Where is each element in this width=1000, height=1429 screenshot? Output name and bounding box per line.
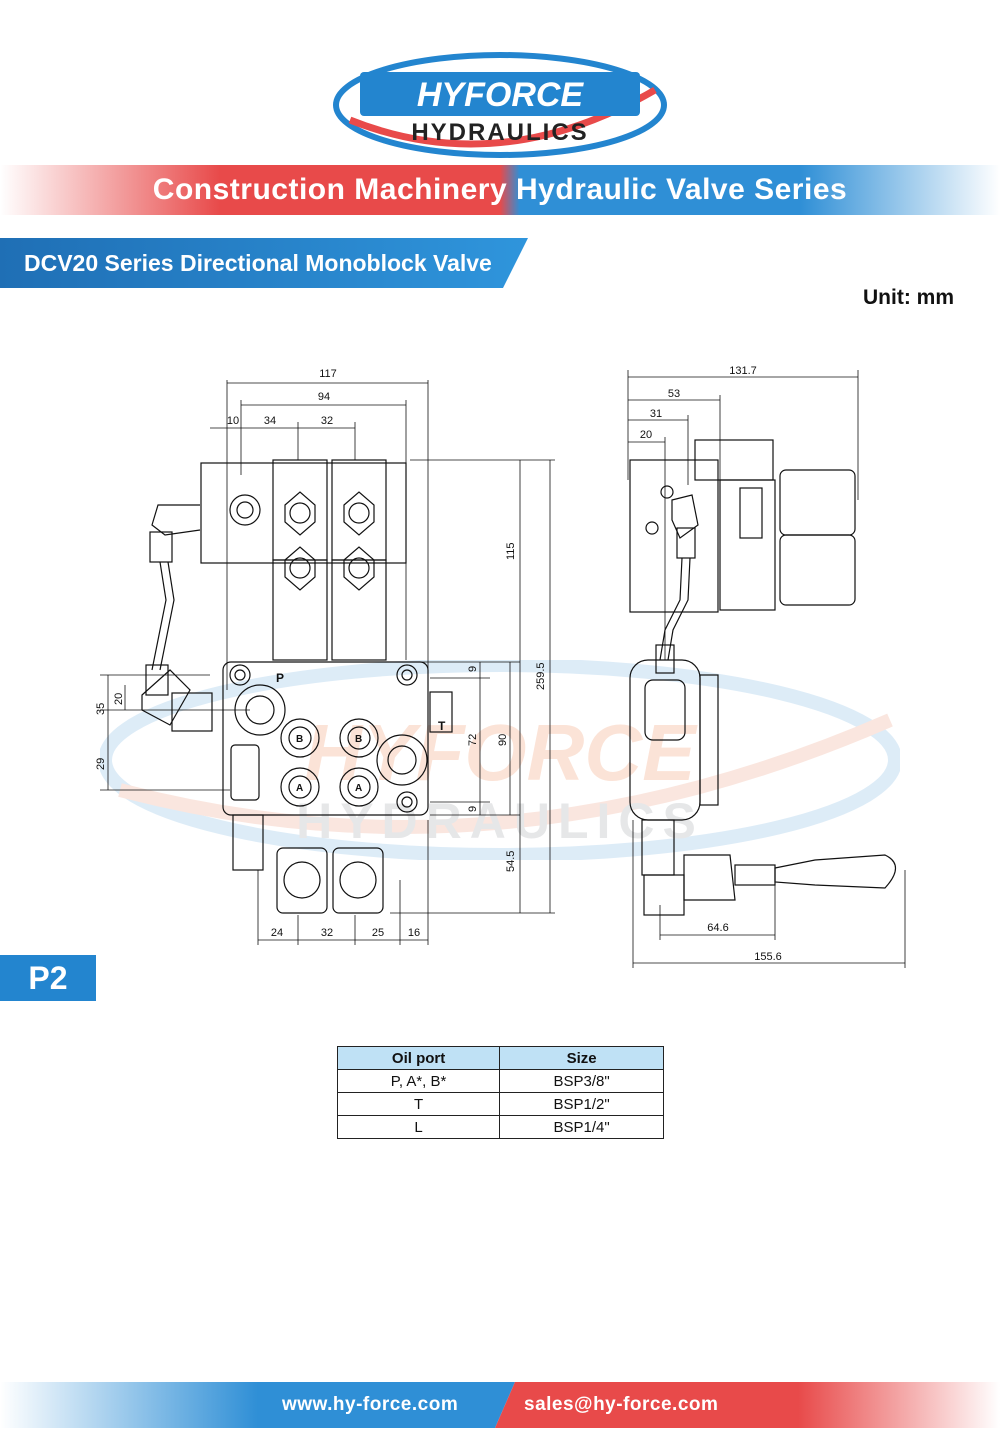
series-title: Construction Machinery Hydraulic Valve S…: [152, 173, 848, 206]
port-label-b1: B: [296, 734, 303, 745]
logo-line2: HYDRAULICS: [411, 119, 588, 146]
side-solenoid: [629, 439, 856, 613]
dim-94: 94: [318, 391, 330, 403]
dim-10: 10: [227, 415, 239, 427]
cell-size: BSP1/4": [499, 1115, 664, 1139]
cell-port: P, A*, B*: [336, 1069, 501, 1093]
dim-9-top: 9: [467, 666, 479, 672]
dim-20-left: 20: [113, 693, 125, 705]
port-label-p: P: [276, 671, 284, 685]
unit-label: Unit: mm: [863, 286, 954, 309]
port-label-t: T: [438, 719, 446, 733]
dim-115: 115: [505, 542, 517, 560]
front-top-dimensions: [210, 380, 429, 690]
cell-port: L: [336, 1115, 501, 1139]
oil-port-table: Oil port Size P, A*, B* BSP3/8" T BSP1/2…: [336, 1046, 664, 1139]
side-pipe: [655, 557, 691, 674]
side-body: [629, 659, 897, 916]
footer-website[interactable]: www.hy-force.com: [282, 1394, 459, 1415]
port-label-a2: A: [355, 783, 362, 794]
footer-email[interactable]: sales@hy-force.com: [524, 1394, 719, 1415]
front-left-dimensions: [100, 674, 250, 791]
lower-parts: [232, 814, 384, 914]
dim-20-side: 20: [640, 429, 652, 441]
dim-32-bottom: 32: [321, 927, 333, 939]
solenoid-block: [200, 459, 407, 661]
dim-72: 72: [467, 734, 479, 746]
cell-size: BSP1/2": [499, 1092, 664, 1116]
dim-54-5: 54.5: [505, 851, 517, 872]
port-label-a1: A: [296, 783, 303, 794]
header-size: Size: [499, 1046, 664, 1070]
page-tag: P2: [0, 955, 96, 1001]
cell-port: T: [336, 1092, 501, 1116]
valve-body: [222, 661, 453, 816]
footer-banner: [0, 1382, 1000, 1428]
dim-29: 29: [95, 758, 107, 770]
front-view-drawing: 117 94 10 34 32: [95, 368, 555, 945]
dim-53: 53: [668, 388, 680, 400]
cell-size: BSP3/8": [499, 1069, 664, 1093]
table-header-row: Oil port Size: [336, 1046, 664, 1070]
dim-9-bottom: 9: [467, 806, 479, 812]
side-view-drawing: 131.7 53 31 20 64.6 155.6: [627, 365, 906, 968]
dim-16: 16: [408, 927, 420, 939]
dim-155-6: 155.6: [754, 951, 782, 963]
product-banner: [0, 238, 528, 288]
dim-131-7: 131.7: [729, 365, 757, 377]
dim-90: 90: [497, 734, 509, 746]
dim-117: 117: [319, 368, 337, 380]
side-top-dimensions: [627, 370, 859, 660]
table-row: T BSP1/2": [336, 1092, 664, 1116]
dim-25: 25: [372, 927, 384, 939]
dim-35: 35: [95, 703, 107, 715]
front-bottom-dimensions: [257, 820, 429, 945]
port-label-b2: B: [355, 734, 362, 745]
dim-64-6: 64.6: [707, 922, 728, 934]
header-oil-port: Oil port: [336, 1046, 501, 1070]
front-right-dimensions: [390, 459, 555, 914]
series-banner: [0, 165, 1000, 215]
table-row: L BSP1/4": [336, 1115, 664, 1139]
hyforce-logo: HYFORCE HYDRAULICS: [333, 52, 667, 158]
table-row: P, A*, B* BSP3/8": [336, 1069, 664, 1093]
side-bottom-dimensions: [632, 820, 906, 968]
watermark-line2: HYDRAULICS: [296, 793, 704, 849]
dim-31: 31: [650, 408, 662, 420]
dim-34: 34: [264, 415, 276, 427]
logo-line1: HYFORCE: [417, 76, 585, 114]
dim-259-5: 259.5: [535, 662, 547, 690]
dim-24: 24: [271, 927, 283, 939]
product-title: DCV20 Series Directional Monoblock Valve: [24, 250, 492, 276]
pilot-pipe: [141, 504, 213, 732]
dim-32-top: 32: [321, 415, 333, 427]
